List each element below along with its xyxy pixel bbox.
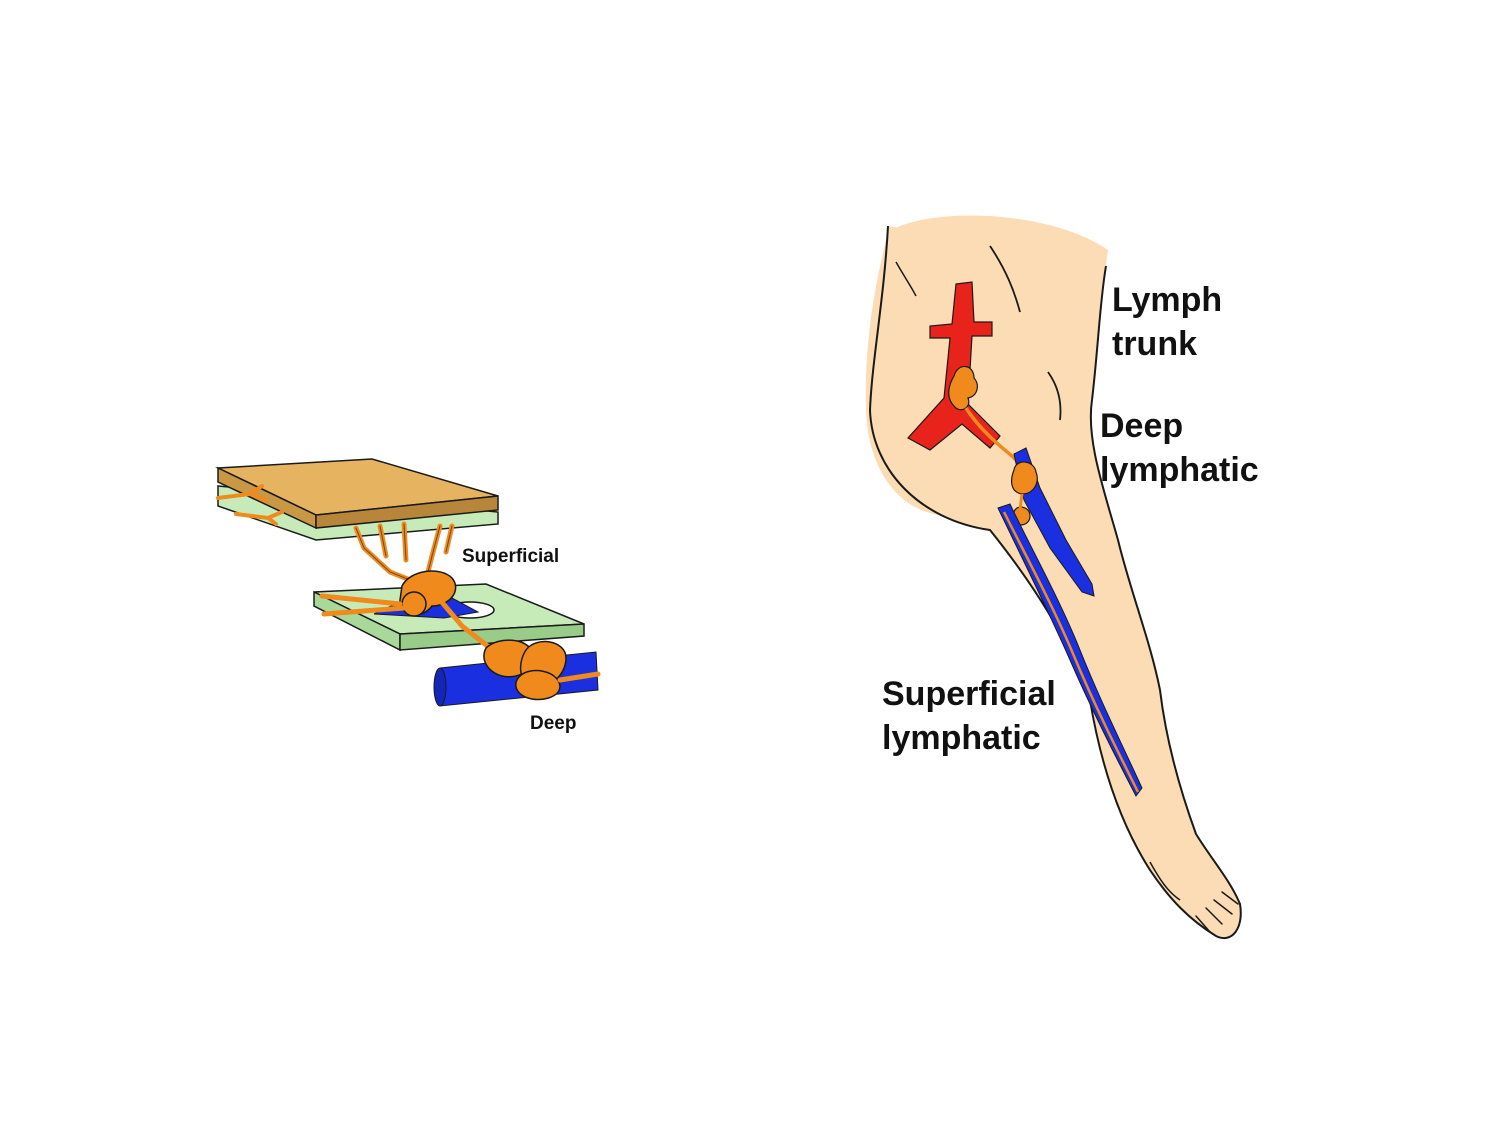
superficial-saphenous-vein [997, 503, 1143, 797]
toe-lines [1195, 891, 1239, 933]
lymph-trunk-nodes [948, 365, 978, 411]
deep-vein-end [433, 667, 447, 707]
label-lymph-trunk-line1: Lymph [1112, 281, 1223, 319]
label-superficial-lymphatic-line1: Superficial [882, 675, 1056, 713]
node-efferent-vessel [437, 597, 493, 651]
upper-lymph-branch-b [234, 510, 284, 526]
label-superficial: Superficial [462, 546, 560, 567]
deep-lymph-vessel-leg [1018, 493, 1024, 511]
label-superficial-lymphatic: Superficial lymphatic [882, 672, 1056, 760]
hip-crease-b [1047, 371, 1062, 421]
hip-crease-c [895, 261, 917, 297]
fascia-lymph-vessel-b [321, 605, 407, 617]
hip-crease-a [989, 245, 1021, 313]
label-superficial-lymphatic-line2: lymphatic [882, 719, 1041, 757]
deep-lymph-nodes-leg [1011, 461, 1038, 495]
ankle-line [1149, 861, 1181, 901]
superficial-lymphatic-vessel [1002, 511, 1140, 793]
label-deep: Deep [530, 713, 577, 734]
lymph-trunk-vessel [964, 407, 1028, 472]
label-deep-lymphatic-line1: Deep [1100, 407, 1184, 445]
label-lymph-trunk: Lymph trunk [1112, 278, 1222, 366]
upper-lymph-branch-a [216, 484, 268, 502]
label-deep-lymphatic: Deep lymphatic [1100, 404, 1259, 492]
deep-lymph-node-c [515, 669, 561, 701]
label-deep-lymphatic-line2: lymphatic [1100, 451, 1259, 489]
deep-lymph-vessel [557, 671, 601, 683]
iliac-artery [907, 281, 1001, 451]
lower-fascia-edge-right [399, 623, 585, 651]
fascia-lymph-vessel-a [319, 593, 403, 607]
superficial-lymph-tree-outline [355, 523, 453, 585]
label-lymph-trunk-line2: trunk [1112, 325, 1197, 363]
skin-panel-edge-right [315, 495, 499, 529]
